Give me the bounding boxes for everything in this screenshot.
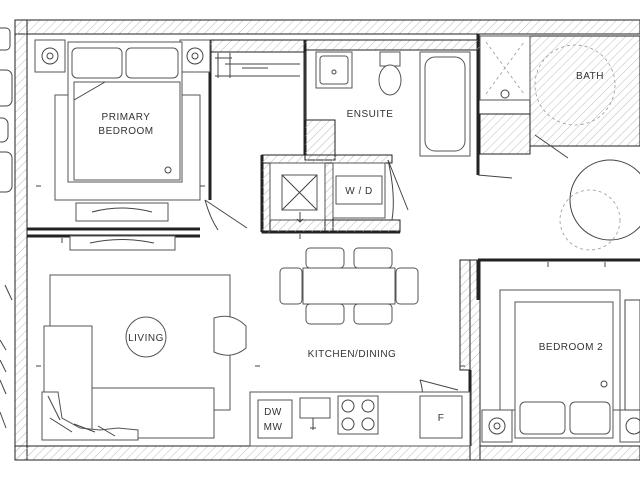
bath: BATH	[479, 35, 640, 251]
bedroom-2: BEDROOM 2	[481, 289, 640, 443]
doors	[204, 52, 569, 411]
bath-label: BATH	[576, 71, 604, 82]
dishwasher-label: DW	[264, 407, 282, 418]
laundry-label: W / D	[345, 186, 373, 197]
kitchen-dining-label: KITCHEN/DINING	[308, 349, 397, 360]
ensuite: ENSUITE	[315, 51, 471, 157]
laundry: W / D	[332, 162, 386, 219]
kitchen: DW MW F	[249, 391, 471, 447]
living: LIVING	[41, 235, 247, 441]
service-walls	[209, 35, 640, 234]
ensuite-label: ENSUITE	[347, 109, 394, 120]
fridge-label: F	[438, 413, 445, 424]
primary-bedroom: PRIMARY BEDROOM	[34, 39, 211, 222]
microwave-label: MW	[264, 422, 283, 433]
balcony-furniture	[0, 27, 13, 429]
dining: KITCHEN/DINING	[279, 247, 471, 371]
exterior-walls	[14, 19, 640, 461]
primary-bedroom-label-line1: PRIMARY	[102, 112, 151, 123]
tick-marks	[36, 185, 606, 367]
primary-bedroom-label-line2: BEDROOM	[98, 126, 153, 137]
closet	[269, 162, 326, 223]
living-label: LIVING	[128, 333, 164, 344]
bedroom2-label: BEDROOM 2	[539, 342, 604, 353]
